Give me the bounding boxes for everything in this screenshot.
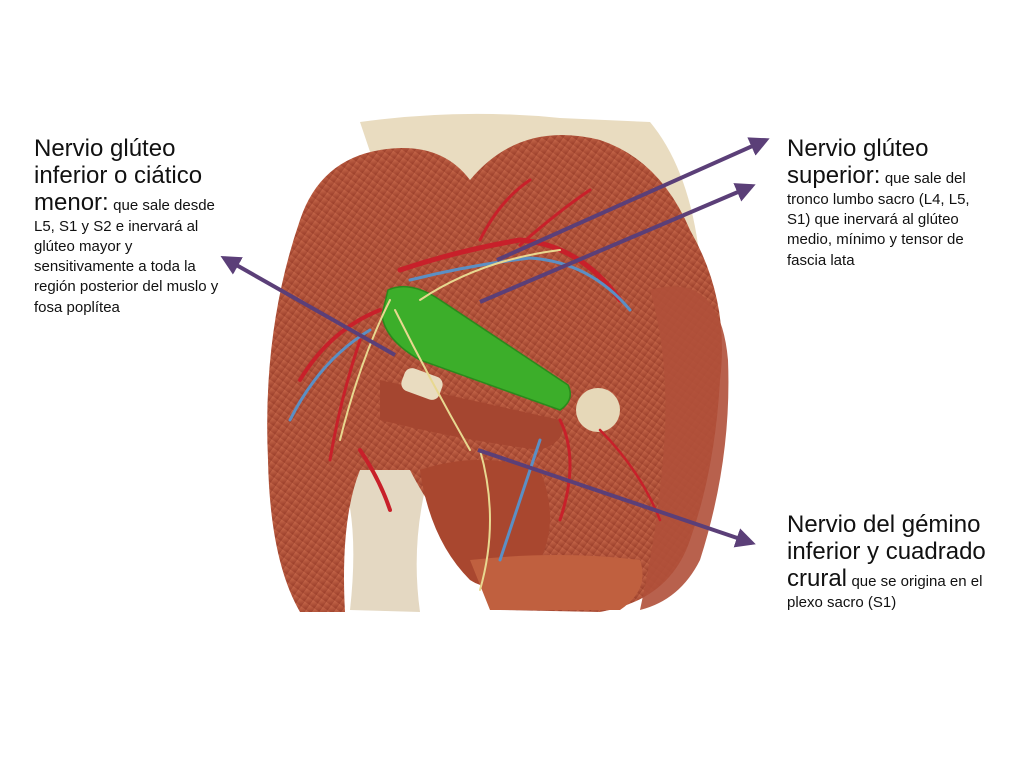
blood-vessels bbox=[288, 178, 662, 562]
label-inferior-gluteal-nerve: Nervio glúteo inferior o ciático menor: … bbox=[34, 135, 230, 318]
nerves bbox=[339, 249, 561, 591]
label-superior-gluteal-detail: que sale del tronco lumbo sacro (L4, L5,… bbox=[787, 169, 970, 269]
piriformis-muscle bbox=[381, 285, 571, 411]
label-gemellus-quadratus-heading: Nervio del gémino inferior y cuadrado cr… bbox=[787, 511, 986, 592]
bone-fragments bbox=[401, 368, 620, 432]
label-superior-gluteal-heading: Nervio glúteo superior: bbox=[787, 135, 929, 189]
pointer-arrows bbox=[220, 137, 770, 548]
label-inferior-gluteal-heading: Nervio glúteo inferior o ciático menor: bbox=[34, 135, 203, 216]
label-gemellus-quadratus-nerve: Nervio del gémino inferior y cuadrado cr… bbox=[787, 511, 987, 613]
label-gemellus-quadratus-detail: que se origina en el plexo sacro (S1) bbox=[787, 572, 983, 611]
label-superior-gluteal-nerve: Nervio glúteo superior: que sale del tro… bbox=[787, 135, 987, 271]
label-inferior-gluteal-detail: que sale desde L5, S1 y S2 e inervará al… bbox=[34, 196, 219, 316]
arrow-superior-gluteal-1 bbox=[496, 137, 770, 262]
arrow-inferior-gluteal bbox=[220, 256, 396, 357]
arrow-superior-gluteal-2 bbox=[479, 183, 756, 304]
arrow-gemellus-quadratus bbox=[477, 448, 756, 548]
